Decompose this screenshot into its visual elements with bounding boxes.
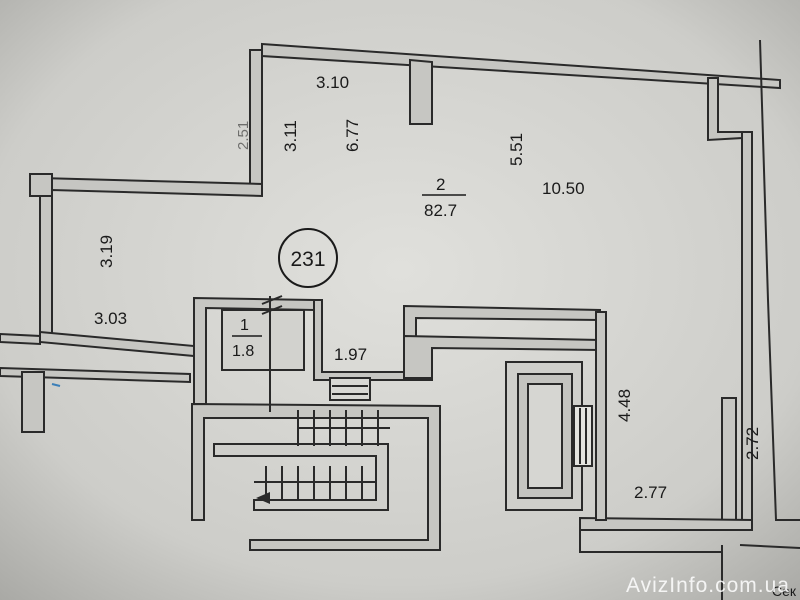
apartment-number-circle bbox=[278, 228, 338, 288]
stair-steps bbox=[254, 410, 390, 504]
dimension-2-51: 2.51 bbox=[235, 121, 252, 150]
dimension-3-19: 3.19 bbox=[97, 235, 116, 268]
dimension-5-51: 5.51 bbox=[507, 133, 526, 166]
dimension-3-11: 3.11 bbox=[281, 120, 300, 152]
watermark: AvizInfo.com.ua bbox=[626, 574, 790, 597]
dimension-3-03: 3.03 bbox=[94, 309, 127, 328]
dimension-4-48: 4.48 bbox=[615, 389, 634, 422]
dimension-3-10: 3.10 bbox=[316, 73, 349, 92]
interior-walls bbox=[193, 58, 607, 521]
room-2-area: 82.7 bbox=[424, 201, 457, 220]
section-label: Сек bbox=[772, 583, 797, 599]
room-1-area: 1.8 bbox=[232, 343, 254, 360]
dimension-2-77: 2.77 bbox=[634, 483, 667, 502]
dimension-6-77: 6.77 bbox=[343, 119, 362, 152]
dimension-10-50: 10.50 bbox=[542, 179, 585, 198]
room-labels: 2 82.7 1 1.8 231 bbox=[232, 175, 466, 360]
apartment-number: 231 bbox=[290, 248, 325, 271]
staircase bbox=[191, 295, 441, 551]
neighbor-section: Сек bbox=[579, 39, 800, 600]
room-1-number: 1 bbox=[240, 317, 249, 334]
blue-mark bbox=[51, 383, 61, 387]
outer-walls bbox=[0, 42, 781, 531]
room-2-number: 2 bbox=[436, 175, 445, 194]
dimension-labels: 3.10 3.11 6.77 5.51 10.50 3.19 3.03 1.97… bbox=[94, 73, 762, 502]
dimension-1-97: 1.97 bbox=[334, 345, 367, 364]
dimension-2-72: 2.72 bbox=[743, 427, 762, 460]
